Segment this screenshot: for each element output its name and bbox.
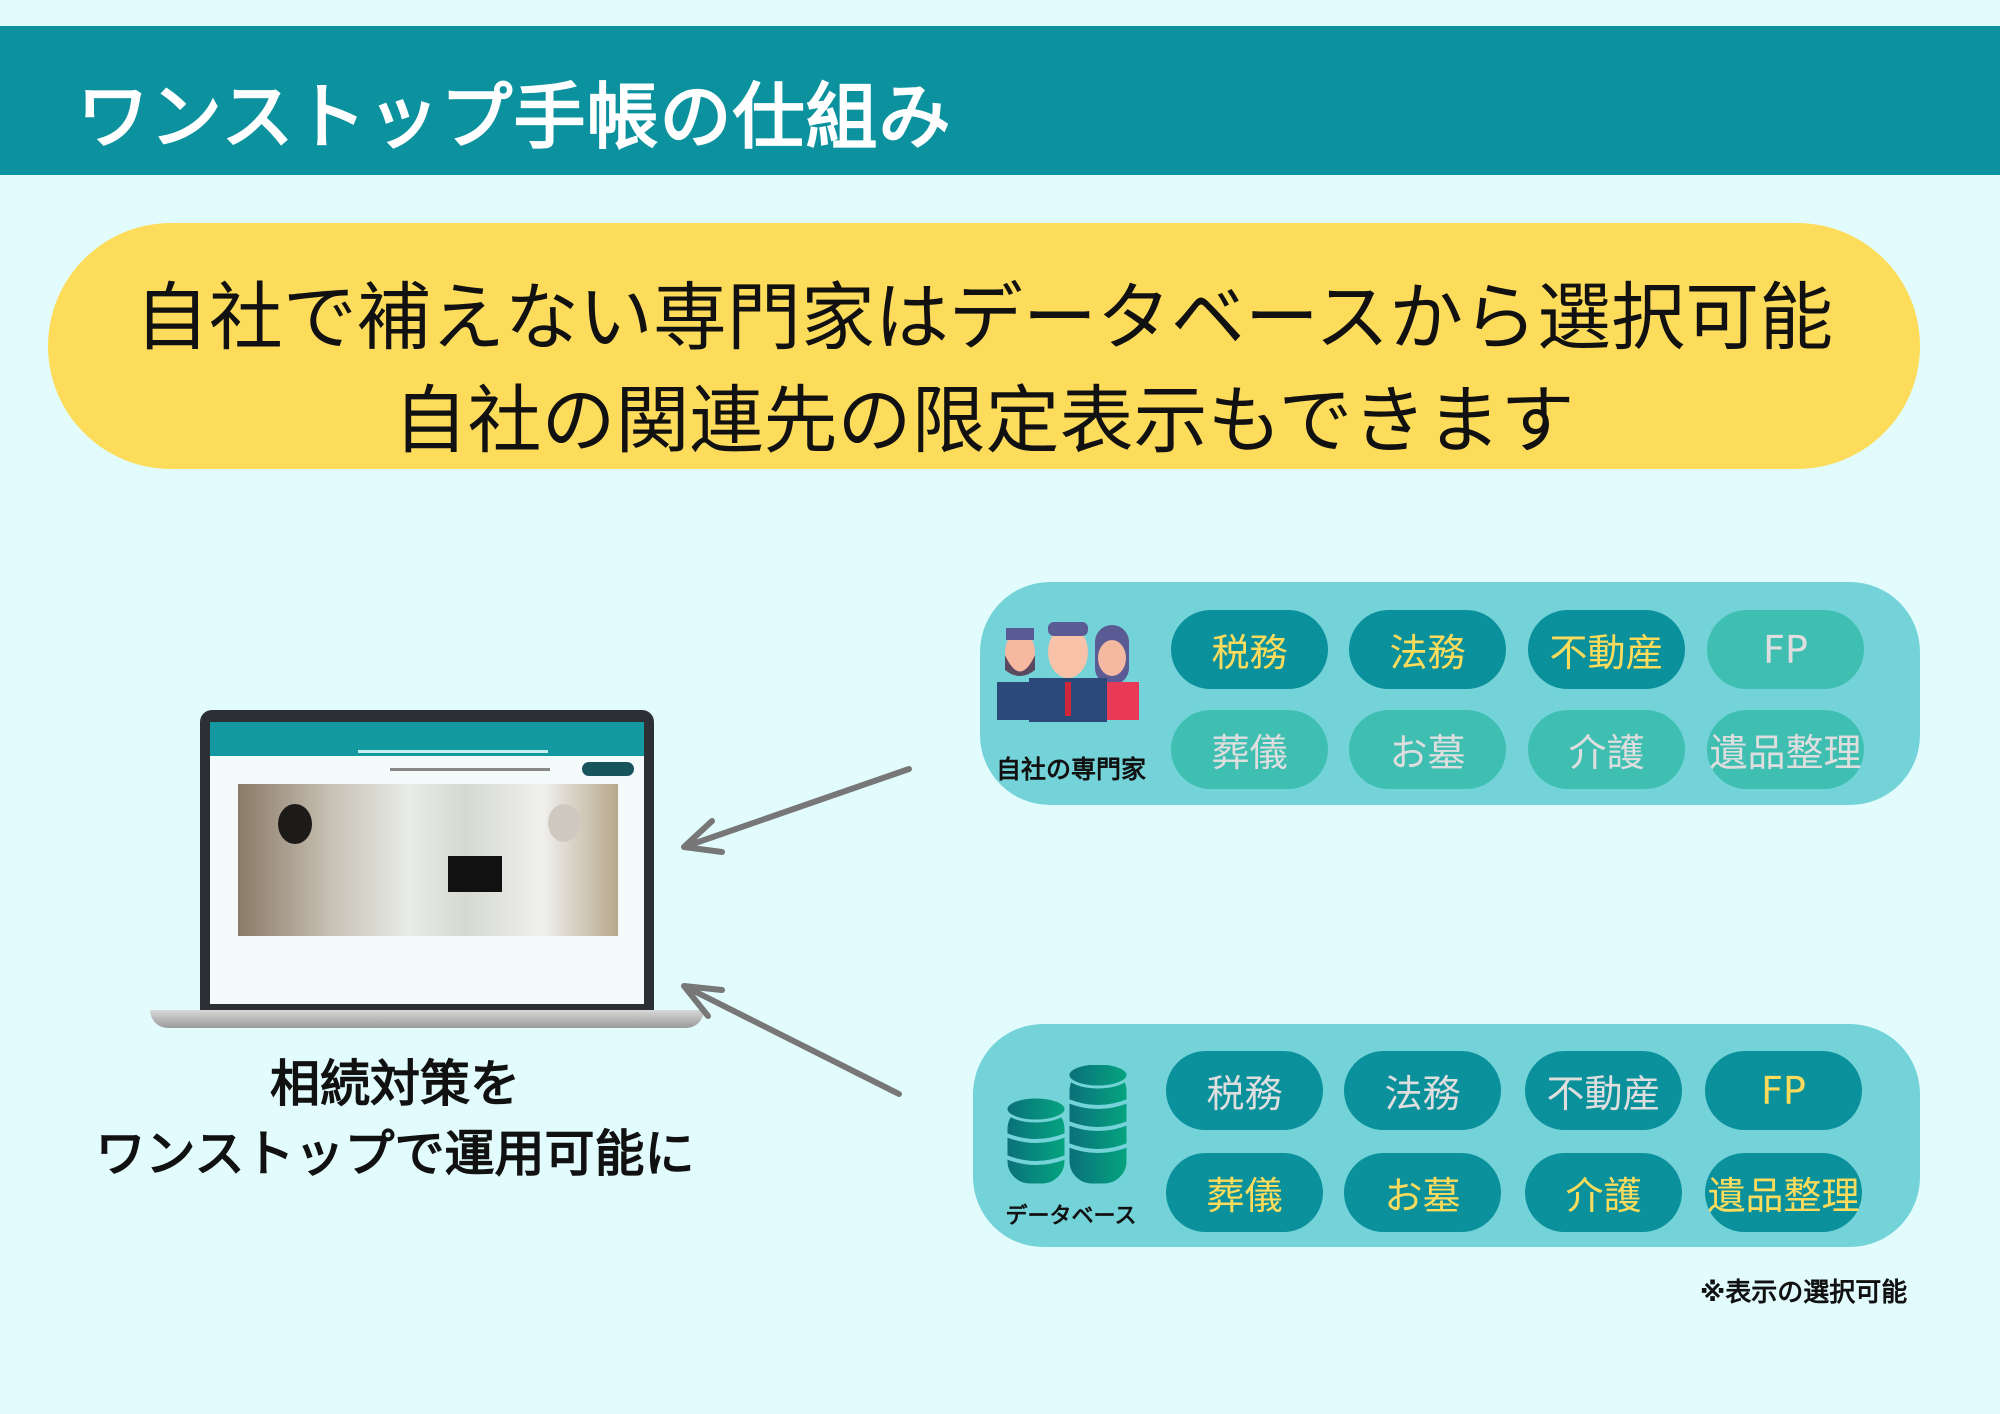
banner-line-1: 自社で補えない専門家はデータベースから選択可能 [134, 275, 1834, 361]
in-house-pill[interactable]: 葬儀 [1171, 710, 1328, 789]
headline-banner: 自社で補えない専門家はデータベースから選択可能 自社の関連先の限定表示もできます [48, 223, 1920, 469]
database-pill[interactable]: 税務 [1166, 1051, 1323, 1130]
database-pill[interactable]: お墓 [1344, 1153, 1501, 1232]
database-pill[interactable]: 不動産 [1525, 1051, 1682, 1130]
database-pill[interactable]: 法務 [1344, 1051, 1501, 1130]
database-pill[interactable]: 遺品整理 [1705, 1153, 1862, 1232]
database-label: データベース [1005, 1204, 1137, 1229]
caption-line-1: 相続対策を [270, 1055, 520, 1113]
people-icon [997, 622, 1139, 722]
in-house-pill[interactable]: 不動産 [1528, 610, 1685, 689]
page-title: ワンストップ手帳の仕組み [77, 75, 952, 159]
in-house-pill[interactable]: FP [1707, 610, 1864, 689]
database-pill[interactable]: 介護 [1525, 1153, 1682, 1232]
arrow-from-in-house [681, 766, 912, 855]
in-house-pill[interactable]: 介護 [1528, 710, 1685, 789]
laptop-screen [210, 722, 644, 1004]
banner-line-2: 自社の関連先の限定表示もできます [393, 378, 1575, 464]
caption-line-2: ワンストップで運用可能に [95, 1125, 695, 1183]
in-house-pill[interactable]: 遺品整理 [1707, 710, 1864, 789]
title-bar: ワンストップ手帳の仕組み [0, 26, 2000, 175]
in-house-pill[interactable]: お墓 [1349, 710, 1506, 789]
arrow-from-database [681, 983, 902, 1097]
selectable-note: ※表示の選択可能 [1700, 1278, 1908, 1308]
database-icon [1004, 1065, 1130, 1187]
in-house-label: 自社の専門家 [995, 755, 1146, 784]
database-pill[interactable]: FP [1705, 1051, 1862, 1130]
in-house-pill[interactable]: 法務 [1349, 610, 1506, 689]
hero-photo [238, 784, 618, 936]
in-house-pill[interactable]: 税務 [1171, 610, 1328, 689]
database-pill[interactable]: 葬儀 [1166, 1153, 1323, 1232]
laptop-illustration [150, 708, 704, 1033]
